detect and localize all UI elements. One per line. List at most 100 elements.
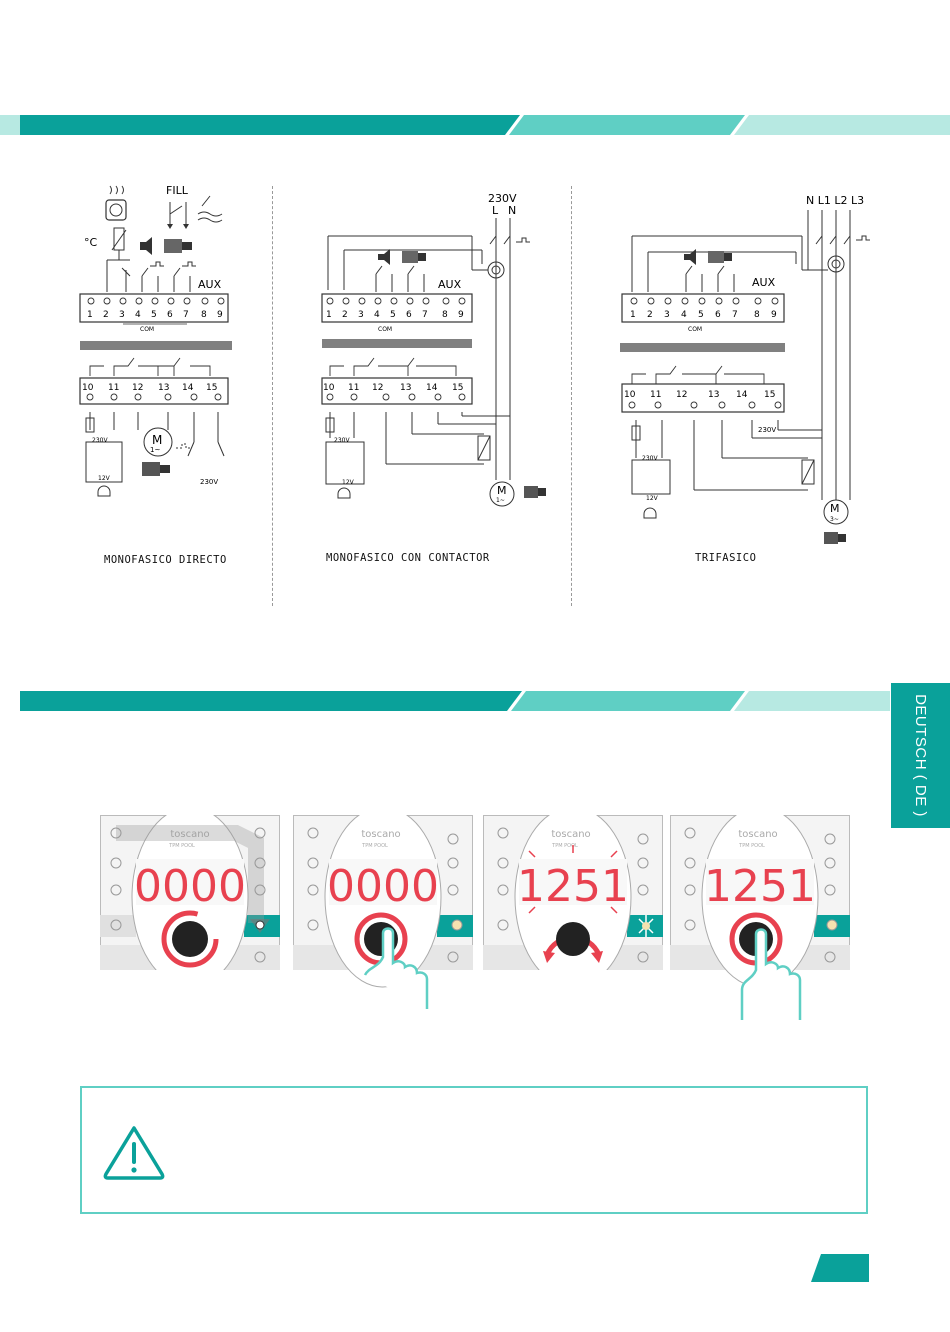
svg-text:1: 1 [326,310,332,320]
svg-text:13: 13 [708,390,719,400]
svg-text:TPM POOL: TPM POOL [551,843,578,849]
svg-text:3: 3 [358,310,364,320]
svg-text:14: 14 [182,383,194,393]
svg-text:12V: 12V [342,479,355,486]
svg-text:12V: 12V [646,495,659,502]
diagram-caption: TRIFASICO [695,552,757,564]
separator-bar [322,339,472,348]
language-tab[interactable]: DEUTSCH ( DE ) [891,683,950,828]
svg-text:toscano: toscano [738,829,777,840]
svg-text:230V: 230V [334,437,350,444]
diagram-caption: MONOFASICO CON CONTACTOR [326,552,490,564]
svg-text:230V: 230V [92,437,108,444]
control-panel-step-3: toscano TPM POOL 1251 [483,806,663,988]
svg-text:1: 1 [630,310,636,320]
svg-text:10: 10 [624,390,636,400]
svg-text:9: 9 [458,310,464,320]
page-number-tab [811,1254,869,1282]
svg-text:M: M [830,502,840,515]
svg-text:toscano: toscano [170,829,209,840]
digit-display: 0000 [134,861,246,912]
warning-box [80,1086,868,1214]
svg-text:11: 11 [108,383,119,393]
svg-text:M: M [497,484,507,497]
svg-text:8: 8 [442,310,448,320]
control-panel-step-4: toscano TPM POOL 1251 [670,806,850,1020]
wiring-diagram-monofasico-directo: °C FILL [70,180,270,534]
svg-text:1~: 1~ [150,446,160,454]
svg-text:14: 14 [736,390,748,400]
svg-text:12V: 12V [98,475,111,482]
svg-text:11: 11 [348,383,359,393]
svg-text:13: 13 [158,383,169,393]
svg-text:4: 4 [681,310,687,320]
svg-text:toscano: toscano [361,829,400,840]
svg-text:1~: 1~ [496,497,505,504]
terminal-block-top [621,293,785,323]
svg-text:3: 3 [664,310,670,320]
wiring-diagram-monofasico-con-contactor: 230V L N 1 2 3 4 5 6 7 8 [312,180,562,534]
svg-text:L: L [492,204,499,217]
svg-text:9: 9 [217,310,223,320]
diagram-caption: MONOFASICO DIRECTO [104,554,227,566]
svg-text:FILL: FILL [166,184,189,197]
svg-text:10: 10 [82,383,94,393]
terminal-block-bottom [321,377,473,405]
svg-text:toscano: toscano [551,829,590,840]
svg-text:8: 8 [754,310,760,320]
svg-text:6: 6 [406,310,412,320]
svg-text:230V: 230V [758,426,776,434]
svg-text:15: 15 [206,383,217,393]
svg-text:14: 14 [426,383,438,393]
svg-text:9: 9 [771,310,777,320]
svg-text:15: 15 [452,383,463,393]
terminal-block-top [79,293,229,323]
svg-text:15: 15 [764,390,775,400]
svg-text:10: 10 [323,383,335,393]
separator-bar [80,341,232,350]
svg-text:AUX: AUX [438,278,462,291]
svg-text:AUX: AUX [752,276,776,289]
svg-text:230V: 230V [200,478,218,486]
svg-text:3~: 3~ [830,516,839,523]
control-panel-step-2: toscano TPM POOL 0000 [293,806,473,1009]
svg-text:5: 5 [698,310,704,320]
warning-triangle-icon [103,1126,165,1180]
svg-text:2: 2 [103,310,109,320]
svg-text:AUX: AUX [198,278,222,291]
digit-display: 1251 [517,861,629,912]
wiring-diagram-trifasico: N L1 L2 L3 1 2 3 4 5 6 7 [612,180,882,564]
svg-text:4: 4 [374,310,380,320]
svg-text:2: 2 [647,310,653,320]
svg-text:8: 8 [201,310,207,320]
svg-text:N: N [508,204,516,217]
digit-display: 0000 [327,861,439,912]
terminal-block-bottom [79,377,229,405]
svg-text:6: 6 [167,310,173,320]
svg-text:7: 7 [732,310,738,320]
svg-text:°C: °C [84,236,98,249]
svg-text:TPM POOL: TPM POOL [168,843,195,849]
control-panel-step-1: toscano TPM POOL 0000 [100,806,280,988]
svg-text:4: 4 [135,310,141,320]
svg-text:1: 1 [87,310,93,320]
terminal-block-bottom [621,383,785,413]
svg-text:COM: COM [688,326,702,333]
svg-text:12: 12 [676,390,687,400]
svg-text:3: 3 [119,310,125,320]
svg-text:M: M [152,433,162,447]
top-color-band [0,115,950,135]
svg-text:TPM POOL: TPM POOL [738,843,765,849]
svg-text:12: 12 [372,383,383,393]
svg-text:12: 12 [132,383,143,393]
diagram-separator [571,186,572,606]
svg-text:2: 2 [342,310,348,320]
svg-text:5: 5 [390,310,396,320]
svg-text:6: 6 [715,310,721,320]
digit-display: 1251 [704,861,816,912]
separator-bar [620,343,785,352]
svg-text:TPM POOL: TPM POOL [361,843,388,849]
middle-color-band [0,691,950,711]
svg-text:5: 5 [151,310,157,320]
svg-text:7: 7 [183,310,189,320]
